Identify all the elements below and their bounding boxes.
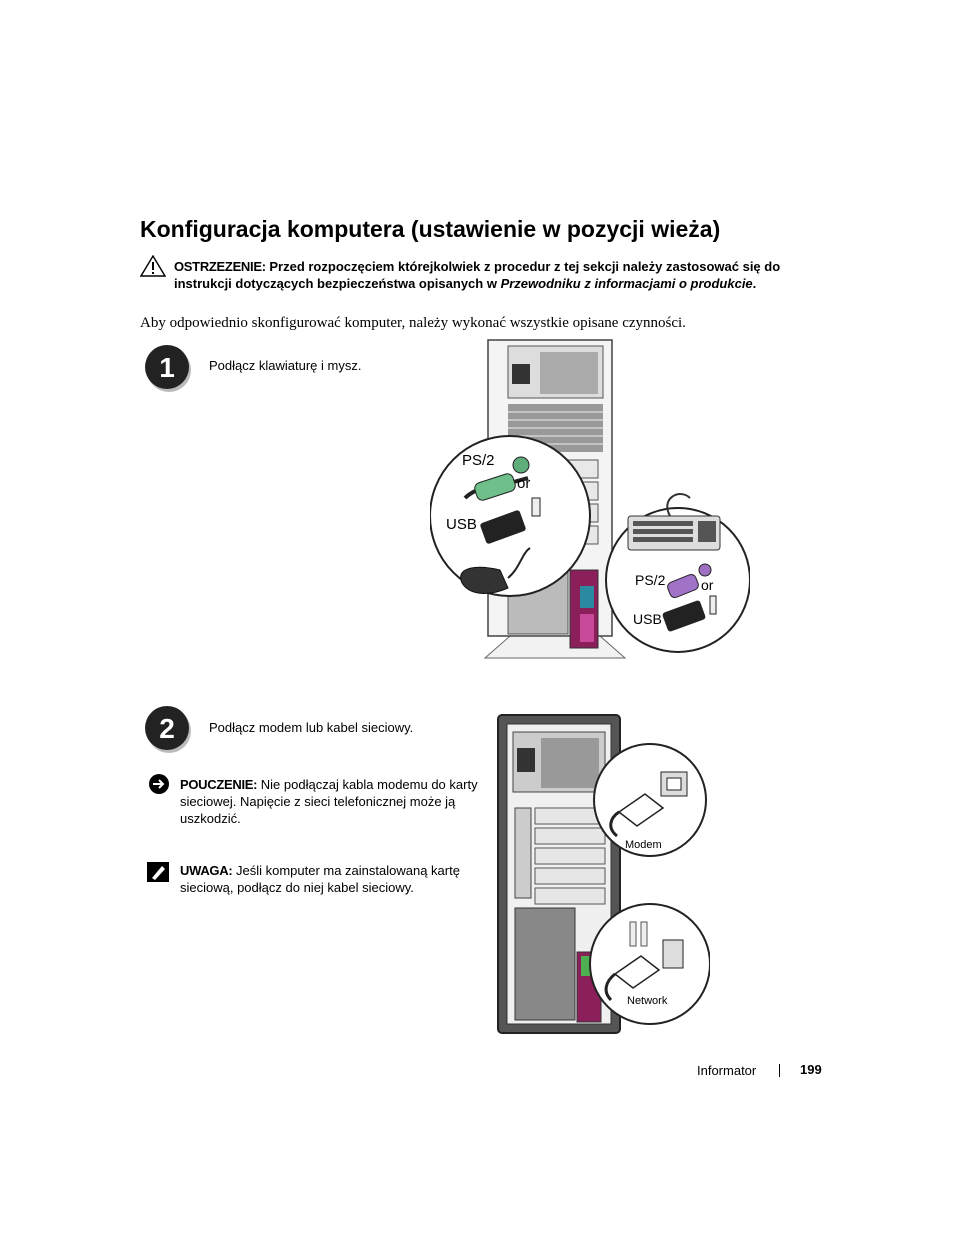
notice-text: POUCZENIE: Nie podłączaj kabla modemu do… [180, 776, 480, 827]
step-1-number: 1 [159, 352, 175, 383]
footer-separator [779, 1064, 780, 1077]
notice-label: POUCZENIE: [180, 777, 258, 792]
warning-reference: Przewodniku z informacjami o produkcie [500, 276, 753, 291]
power-socket-2 [517, 748, 535, 772]
warning-icon [140, 255, 166, 277]
intro-paragraph: Aby odpowiednio skonfigurować komputer, … [140, 315, 686, 331]
warning-end: . [752, 276, 757, 291]
usb-keyboard-plug [662, 600, 706, 632]
page-title: Konfiguracja komputera (ustawienie w poz… [140, 216, 721, 242]
network-plug [613, 955, 661, 989]
note-label: UWAGA: [180, 863, 233, 878]
network-label: Network [627, 995, 668, 1007]
step-1-text: Podłącz klawiaturę i mysz. [209, 358, 362, 373]
step-2-text: Podłącz modem lub kabel sieciowy. [209, 720, 414, 735]
figure-modem-network: Modem Network [497, 714, 710, 1034]
notice-icon [149, 774, 169, 794]
step-1-badge: 1 [145, 345, 191, 392]
note-icon [147, 862, 169, 882]
keyboard-or-label: or [701, 577, 714, 593]
step-2-number: 2 [159, 713, 175, 744]
mouse-ps2-label: PS/2 [462, 452, 495, 469]
notice-body: Nie podłączaj kabla modemu do karty siec… [180, 777, 478, 826]
note-body: Jeśli komputer ma zainstalowaną kartę si… [180, 863, 460, 895]
warning-body: Przed rozpoczęciem którejkolwiek z proce… [174, 259, 781, 291]
step-2-badge: 2 [145, 706, 191, 753]
network-port [662, 939, 684, 969]
modem-label: Modem [625, 839, 662, 851]
mouse-usb-label: USB [446, 516, 477, 533]
page-number: 199 [800, 1062, 822, 1077]
note-text: UWAGA: Jeśli komputer ma zainstalowaną k… [180, 862, 482, 896]
warning-text: OSTRZEZENIE: Przed rozpoczęciem którejko… [174, 258, 794, 292]
figure-keyboard-mouse: PS/2 or USB PS/2 or USB [430, 339, 750, 659]
mouse-or-label: or [517, 475, 530, 492]
usb-mouse-plug [480, 510, 526, 544]
ps2-port-purple [698, 563, 712, 577]
footer-label: Informator [697, 1063, 757, 1078]
keyboard-ps2-label: PS/2 [635, 572, 666, 588]
ps2-mouse-plug [474, 473, 516, 501]
warning-label: OSTRZEZENIE: [174, 259, 266, 274]
power-socket [512, 364, 530, 384]
keyboard-usb-label: USB [633, 611, 662, 627]
modem-plug [617, 793, 665, 827]
ps2-keyboard-plug [667, 573, 699, 599]
mouse-device [460, 566, 509, 594]
ps2-port-green [512, 456, 530, 474]
